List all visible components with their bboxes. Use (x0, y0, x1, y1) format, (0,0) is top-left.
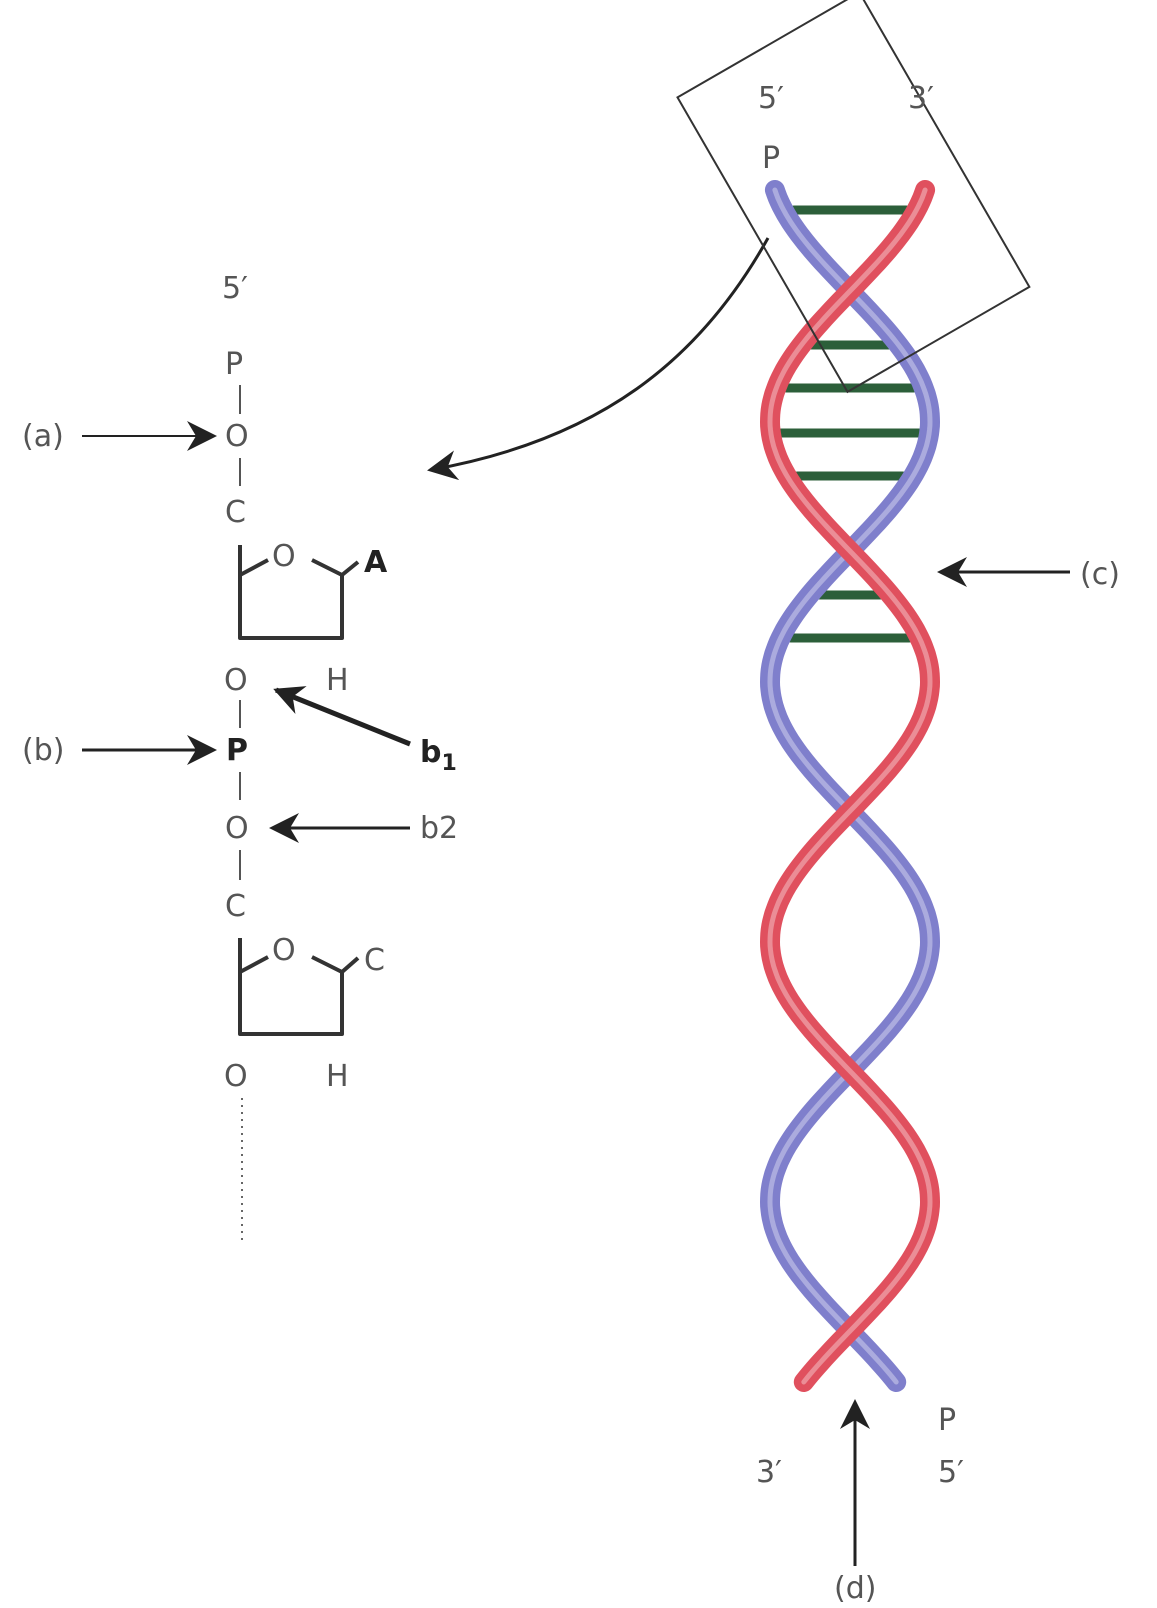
callout-d: (d) (834, 1571, 876, 1606)
helix-top-5prime: 5′ (758, 81, 784, 116)
atom-h-2: H (326, 1059, 349, 1094)
ring2-oxygen: O (272, 933, 296, 968)
chemical-structure: 5′ P O C O A O H P O C O C O H (a) (b) b… (22, 271, 458, 1240)
ring2-base-bond (340, 956, 360, 974)
strand-red-highlight (767, 187, 933, 1385)
helix-strands (759, 180, 941, 1392)
zoom-connector-arrow (427, 237, 770, 481)
sugar-ring-1 (238, 545, 344, 640)
helix-bottom-p: P (938, 1403, 956, 1438)
atom-o-a: O (225, 419, 249, 454)
atom-c-2: C (225, 889, 246, 924)
atom-p-mid: P (226, 733, 248, 768)
ring1-base-bond (340, 560, 360, 577)
strand-blue (759, 180, 941, 1392)
structure-5prime-label: 5′ (222, 271, 248, 306)
callout-b2: b2 (420, 811, 458, 846)
sugar-ring-2 (238, 938, 344, 1036)
helix-top-3prime: 3′ (908, 81, 934, 116)
callout-a: (a) (22, 419, 64, 454)
callout-c: (c) (1080, 557, 1120, 592)
magnification-box (676, 0, 1031, 394)
ring2-base-c: C (364, 943, 385, 978)
strand-blue-highlight (767, 187, 933, 1385)
double-helix (759, 180, 941, 1392)
arrow-b1 (273, 686, 411, 747)
base-pairs (776, 205, 924, 643)
helix-top-p: P (762, 141, 780, 176)
atom-c-1: C (225, 495, 246, 530)
atom-o-b2: O (225, 811, 249, 846)
callout-b: (b) (22, 733, 64, 768)
ring1-oxygen: O (272, 539, 296, 574)
callout-b1-sub: 1 (441, 751, 456, 776)
atom-h-1: H (326, 663, 349, 698)
atom-o-bottom: O (224, 1059, 248, 1094)
ring1-base-a: A (364, 545, 388, 580)
helix-bottom-3prime: 3′ (756, 1455, 782, 1490)
atom-p-top: P (225, 347, 243, 382)
strand-red (759, 180, 941, 1392)
callout-b1: b1 (420, 735, 457, 776)
atom-o-3prime: O (224, 663, 248, 698)
callout-b1-main: b (420, 735, 441, 770)
helix-bottom-5prime: 5′ (938, 1455, 964, 1490)
